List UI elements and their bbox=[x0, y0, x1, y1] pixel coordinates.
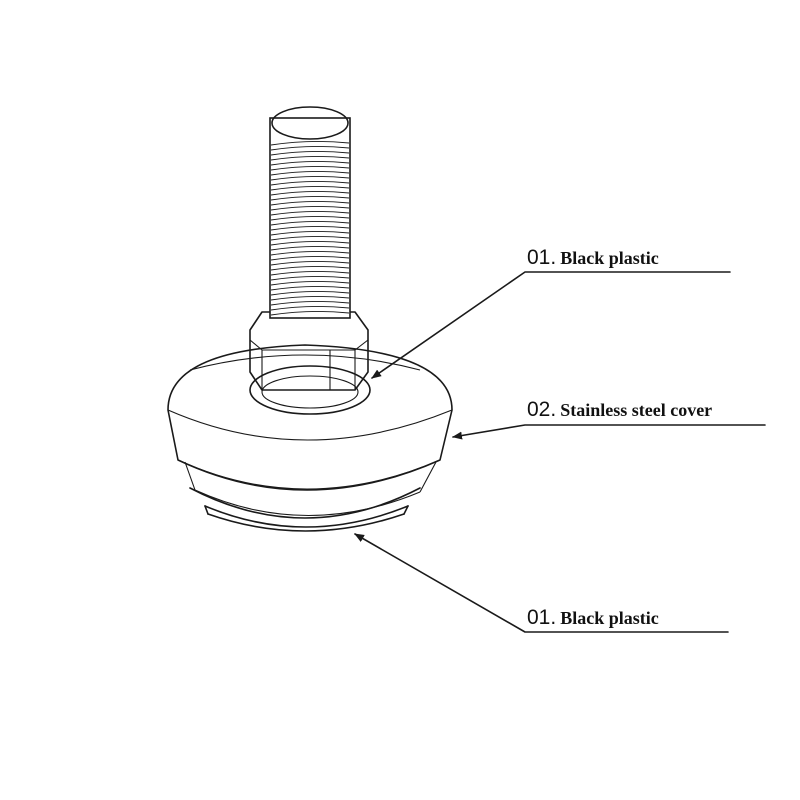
thread-line bbox=[270, 235, 350, 241]
thread-line bbox=[270, 165, 350, 171]
callout-number: 02. bbox=[527, 398, 557, 421]
callout-top-plastic: 01. Black plastic bbox=[527, 246, 659, 270]
thread-line bbox=[270, 300, 350, 306]
thread-line bbox=[270, 190, 350, 196]
thread-line bbox=[270, 285, 350, 291]
thread-line bbox=[270, 290, 350, 296]
thread-line bbox=[270, 185, 350, 191]
thread-line bbox=[270, 260, 350, 266]
thread-line bbox=[270, 265, 350, 271]
thread-line bbox=[270, 145, 350, 151]
leader-line-steel-cover bbox=[452, 424, 766, 440]
thread-line bbox=[270, 310, 350, 316]
leader-line-bottom-plastic bbox=[354, 533, 729, 633]
leader-line-top-plastic bbox=[371, 271, 731, 379]
thread-line bbox=[270, 230, 350, 236]
thread-line bbox=[270, 245, 350, 251]
thread-line bbox=[270, 210, 350, 216]
hex-nut bbox=[249, 311, 369, 391]
threaded-stud bbox=[269, 106, 351, 319]
thread-line bbox=[270, 305, 350, 311]
thread-line bbox=[270, 180, 350, 186]
thread-line bbox=[270, 200, 350, 206]
thread-line bbox=[270, 250, 350, 256]
top-plastic-collar bbox=[249, 365, 371, 415]
callout-number: 01. bbox=[527, 246, 557, 269]
thread-line bbox=[270, 295, 350, 301]
leader-lines bbox=[354, 271, 766, 633]
callout-label: Stainless steel cover bbox=[560, 400, 713, 420]
stainless-steel-cover bbox=[167, 344, 453, 517]
thread-line bbox=[270, 175, 350, 181]
callout-number: 01. bbox=[527, 606, 557, 629]
callout-steel-cover: 02. Stainless steel cover bbox=[527, 398, 712, 422]
thread-line bbox=[270, 220, 350, 226]
thread-line bbox=[270, 255, 350, 261]
thread-line bbox=[270, 215, 350, 221]
callout-bottom-plastic: 01. Black plastic bbox=[527, 606, 659, 630]
thread-line bbox=[270, 205, 350, 211]
callout-label: Black plastic bbox=[560, 248, 659, 268]
thread-line bbox=[270, 270, 350, 276]
thread-line bbox=[270, 160, 350, 166]
thread-line bbox=[270, 170, 350, 176]
thread-line bbox=[270, 150, 350, 156]
thread-line bbox=[270, 195, 350, 201]
thread-line bbox=[270, 240, 350, 246]
callout-label: Black plastic bbox=[560, 608, 659, 628]
thread-line bbox=[270, 225, 350, 231]
thread-line bbox=[270, 140, 350, 146]
thread-line bbox=[270, 280, 350, 286]
bottom-plastic-ring bbox=[189, 487, 421, 532]
thread-line bbox=[270, 275, 350, 281]
thread-lines bbox=[270, 140, 350, 316]
thread-line bbox=[270, 155, 350, 161]
